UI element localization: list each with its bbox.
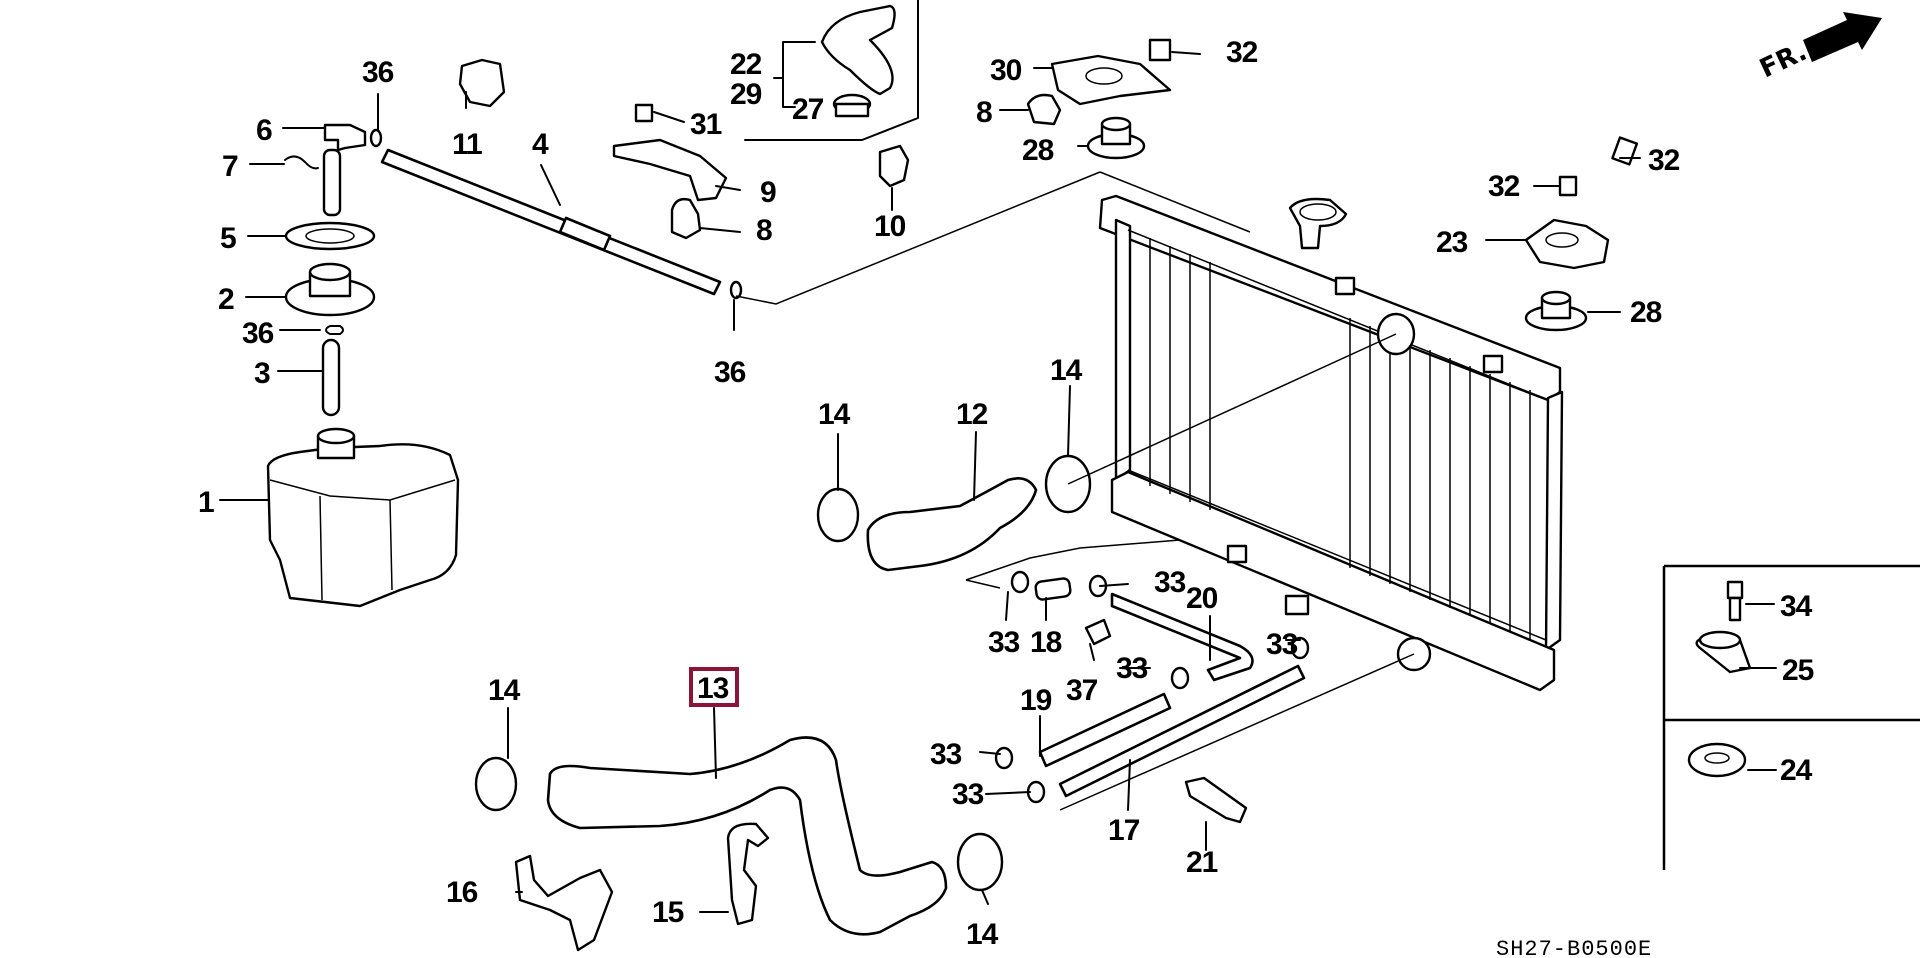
callout-14-upper-right[interactable]: 14 [1050,354,1084,387]
callout-33-mid[interactable]: 33 [1116,652,1149,685]
bolt-part-31[interactable] [634,103,654,123]
cap-elbow-part-6[interactable] [323,123,367,152]
callout-33-lower-a[interactable]: 33 [930,738,963,771]
sensor-part-37[interactable] [1084,618,1112,646]
callout-32-top[interactable]: 32 [1226,36,1259,69]
callout-9[interactable]: 9 [760,176,777,209]
callout-14-lower-right[interactable]: 14 [966,918,1000,951]
direction-label: FR. [1755,37,1811,85]
bracket-part-22[interactable] [820,4,896,96]
callout-28-right[interactable]: 28 [1630,296,1663,329]
upper-hose-part-12[interactable] [866,477,1038,572]
clamp-part-14-left-upper[interactable] [816,487,860,543]
callout-32-mid[interactable]: 32 [1488,170,1521,203]
callout-21[interactable]: 21 [1186,846,1219,879]
lower-hose-part-13[interactable] [546,736,948,936]
callout-25[interactable]: 25 [1782,654,1815,687]
bolt-part-32-top[interactable] [1148,38,1172,62]
callout-22[interactable]: 22 [730,48,763,81]
clamp-part-33-a[interactable] [1010,570,1030,594]
clip-part-11[interactable] [458,58,506,108]
callout-27[interactable]: 27 [792,93,825,126]
callout-30[interactable]: 30 [990,54,1023,87]
callout-19[interactable]: 19 [1020,684,1053,717]
clip-part-15[interactable] [726,822,770,926]
callout-29[interactable]: 29 [730,78,763,111]
callout-23[interactable]: 23 [1436,226,1469,259]
callout-36-left[interactable]: 36 [242,317,275,350]
callout-8-lower[interactable]: 8 [756,214,773,247]
pipe-part-20[interactable] [1110,592,1254,682]
callout-34[interactable]: 34 [1780,590,1814,623]
callout-32-right[interactable]: 32 [1648,144,1681,177]
callout-33-top[interactable]: 33 [1154,566,1187,599]
callout-36-top[interactable]: 36 [362,56,395,89]
callout-7[interactable]: 7 [222,150,239,183]
reserve-tank-group [266,123,460,608]
bolt-part-32-right[interactable] [1611,136,1639,166]
callout-16[interactable]: 16 [446,876,479,909]
bracket-part-30[interactable] [1050,54,1172,106]
clamp-part-33-e[interactable] [994,746,1014,770]
callout-11[interactable]: 11 [452,128,483,161]
callout-13[interactable]: 13 [697,672,730,705]
callout-17[interactable]: 17 [1108,814,1141,847]
radiator-assembly[interactable] [1098,194,1564,692]
callout-37[interactable]: 37 [1066,674,1099,707]
callout-1[interactable]: 1 [198,486,215,519]
clip-part-10[interactable] [878,144,910,188]
callout-12[interactable]: 12 [956,398,989,431]
leader-lines [219,51,1777,913]
callout-14-lower-left[interactable]: 14 [488,674,522,707]
clip-part-16[interactable] [514,854,614,952]
callout-13-highlighted[interactable]: 13 [689,667,739,707]
gasket-part-5[interactable] [284,221,376,251]
bracket-part-9[interactable] [612,138,728,202]
ring-part-36[interactable] [369,128,383,148]
callout-6[interactable]: 6 [256,114,273,147]
clamp-part-33-c[interactable] [1170,666,1190,690]
callout-18[interactable]: 18 [1030,626,1063,659]
bolt-part-34[interactable] [1726,580,1744,600]
callout-14-upper-left[interactable]: 14 [818,398,852,431]
clamp-part-14-right-lower[interactable] [956,832,1004,892]
callout-28-top[interactable]: 28 [1022,134,1055,167]
callout-20[interactable]: 20 [1186,582,1219,615]
hose-part-19[interactable] [1038,692,1172,768]
callout-15[interactable]: 15 [652,896,685,929]
grommet-part-24[interactable] [1687,742,1747,778]
inset-panel [1662,564,1920,870]
callout-8-upper[interactable]: 8 [976,96,993,129]
callout-2[interactable]: 2 [218,283,235,316]
callout-36-mid[interactable]: 36 [714,356,747,389]
clip-part-8-upper[interactable] [1026,93,1062,126]
hose-part-18[interactable] [1034,577,1072,601]
bracket-group-22-29 [744,0,919,141]
callout-10[interactable]: 10 [874,210,907,243]
callout-31[interactable]: 31 [690,108,723,141]
clip-part-21[interactable] [1184,776,1248,824]
callout-3[interactable]: 3 [254,357,271,390]
tube-part-3[interactable] [321,338,341,417]
callout-24[interactable]: 24 [1780,754,1814,787]
callout-4[interactable]: 4 [532,128,550,161]
callout-33-left[interactable]: 33 [988,626,1021,659]
diagram-code: SH27-B0500E [1496,937,1652,958]
clip-part-7[interactable] [284,155,319,170]
callout-5[interactable]: 5 [220,222,237,255]
tube-part-4-shape[interactable] [380,148,722,296]
clip-part-8-lower[interactable] [670,197,702,240]
reserve-tank-part-1[interactable] [266,443,460,608]
callout-33-right[interactable]: 33 [1266,628,1299,661]
hose-part-17[interactable] [1058,664,1306,798]
front-direction-arrow-icon: FR. [1755,12,1882,84]
bracket-part-23[interactable] [1524,218,1610,270]
clamp-part-33-d[interactable] [1290,636,1310,660]
clamp-part-14-left-lower[interactable] [474,756,518,812]
callout-33-lower-b[interactable]: 33 [952,778,985,811]
bolt-part-32-mid[interactable] [1558,175,1578,197]
